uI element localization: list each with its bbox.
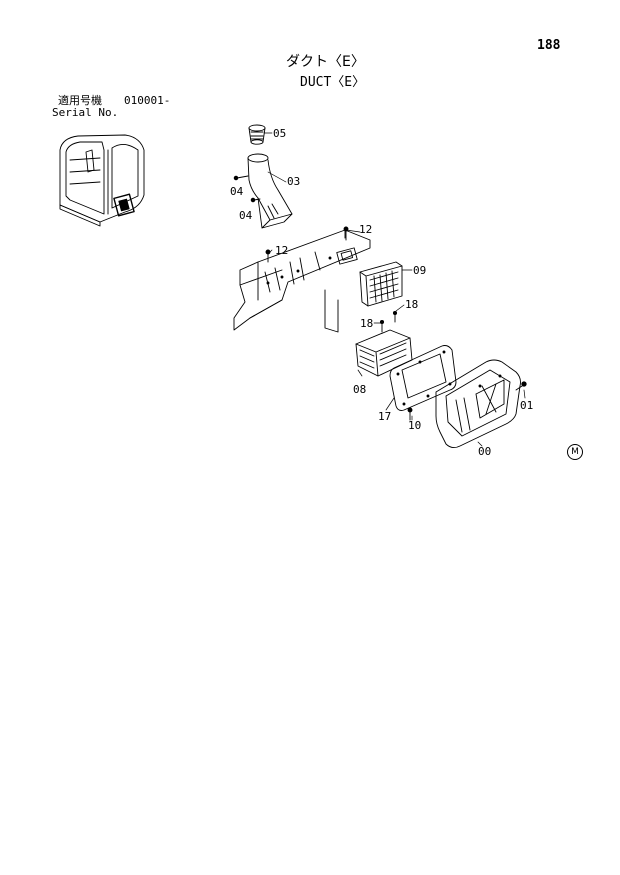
callout-12-right: 12 xyxy=(359,223,373,236)
callout-08: 08 xyxy=(353,383,367,396)
part-04-screws xyxy=(234,176,260,202)
m-circle-mark: M xyxy=(567,444,583,460)
callout-04-upper: 04 xyxy=(230,185,244,198)
title-japanese: ダクト〈E〉 xyxy=(286,54,365,70)
callout-01: 01 xyxy=(520,399,534,412)
callout-10: 10 xyxy=(408,419,422,432)
serial-value: 010001- xyxy=(124,94,171,107)
leader-lines xyxy=(264,133,525,446)
callout-03: 03 xyxy=(287,175,301,188)
part-09-filter xyxy=(360,262,402,306)
callout-18-left: 18 xyxy=(360,317,374,330)
cab-thumbnail xyxy=(60,135,144,226)
part-05-cap xyxy=(249,125,265,144)
serial-label-english: Serial No. xyxy=(52,106,119,119)
callout-09: 09 xyxy=(413,264,427,277)
callout-04-lower: 04 xyxy=(239,209,253,222)
part-10-screw xyxy=(408,408,412,420)
callout-12-left: 12 xyxy=(275,244,289,257)
callout-00: 00 xyxy=(478,445,492,458)
part-03-duct xyxy=(248,154,292,228)
serial-label-japanese: 適用号機 xyxy=(58,94,102,107)
page-number: 188 xyxy=(537,38,561,53)
title-english: DUCT〈E〉 xyxy=(300,75,366,90)
part-12-bracket-duct xyxy=(234,227,370,332)
part-00-panel xyxy=(436,360,521,448)
callout-05: 05 xyxy=(273,127,287,140)
part-18-screws xyxy=(380,311,396,332)
callout-18-right: 18 xyxy=(405,298,419,311)
callout-17: 17 xyxy=(378,410,392,423)
part-01-screw xyxy=(516,382,526,390)
